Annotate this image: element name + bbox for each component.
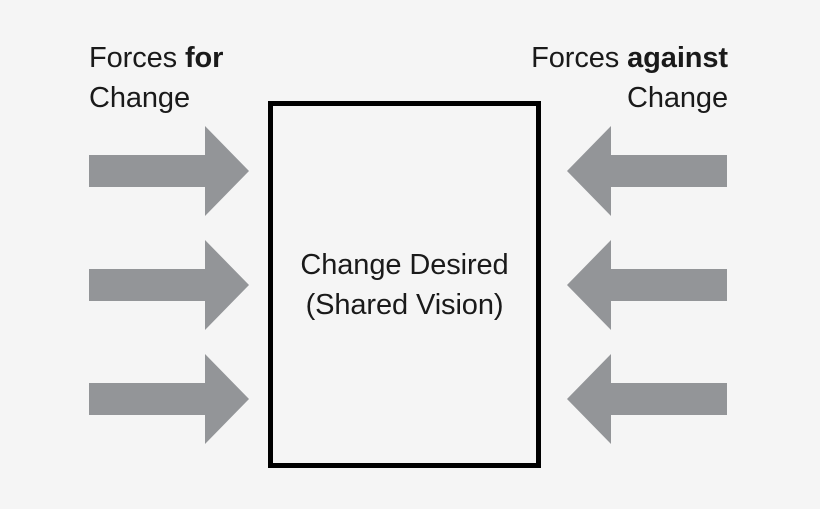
forces-against-line-1: Forces against: [531, 38, 728, 78]
force-against-arrow-3: [567, 354, 727, 444]
force-against-arrow-2: [567, 240, 727, 330]
force-for-arrow-3: [89, 354, 249, 444]
change-desired-box: Change Desired (Shared Vision): [268, 101, 541, 468]
force-for-arrow-1: [89, 126, 249, 216]
force-against-arrow-1: [567, 126, 727, 216]
forces-against-label: Forces against Change: [531, 38, 728, 118]
forces-for-prefix: Forces: [89, 42, 185, 74]
forces-for-emphasis: for: [185, 42, 224, 74]
force-for-arrow-2: [89, 240, 249, 330]
forces-for-line-1: Forces for: [89, 38, 223, 78]
change-box-line-1: Change Desired: [300, 248, 509, 281]
forces-against-emphasis: against: [627, 42, 728, 74]
forces-for-label: Forces for Change: [89, 38, 223, 118]
change-box-line-2: (Shared Vision): [305, 288, 504, 321]
forces-against-prefix: Forces: [531, 42, 628, 74]
forces-for-line-2: Change: [89, 82, 190, 114]
forces-against-line-2: Change: [627, 82, 728, 114]
